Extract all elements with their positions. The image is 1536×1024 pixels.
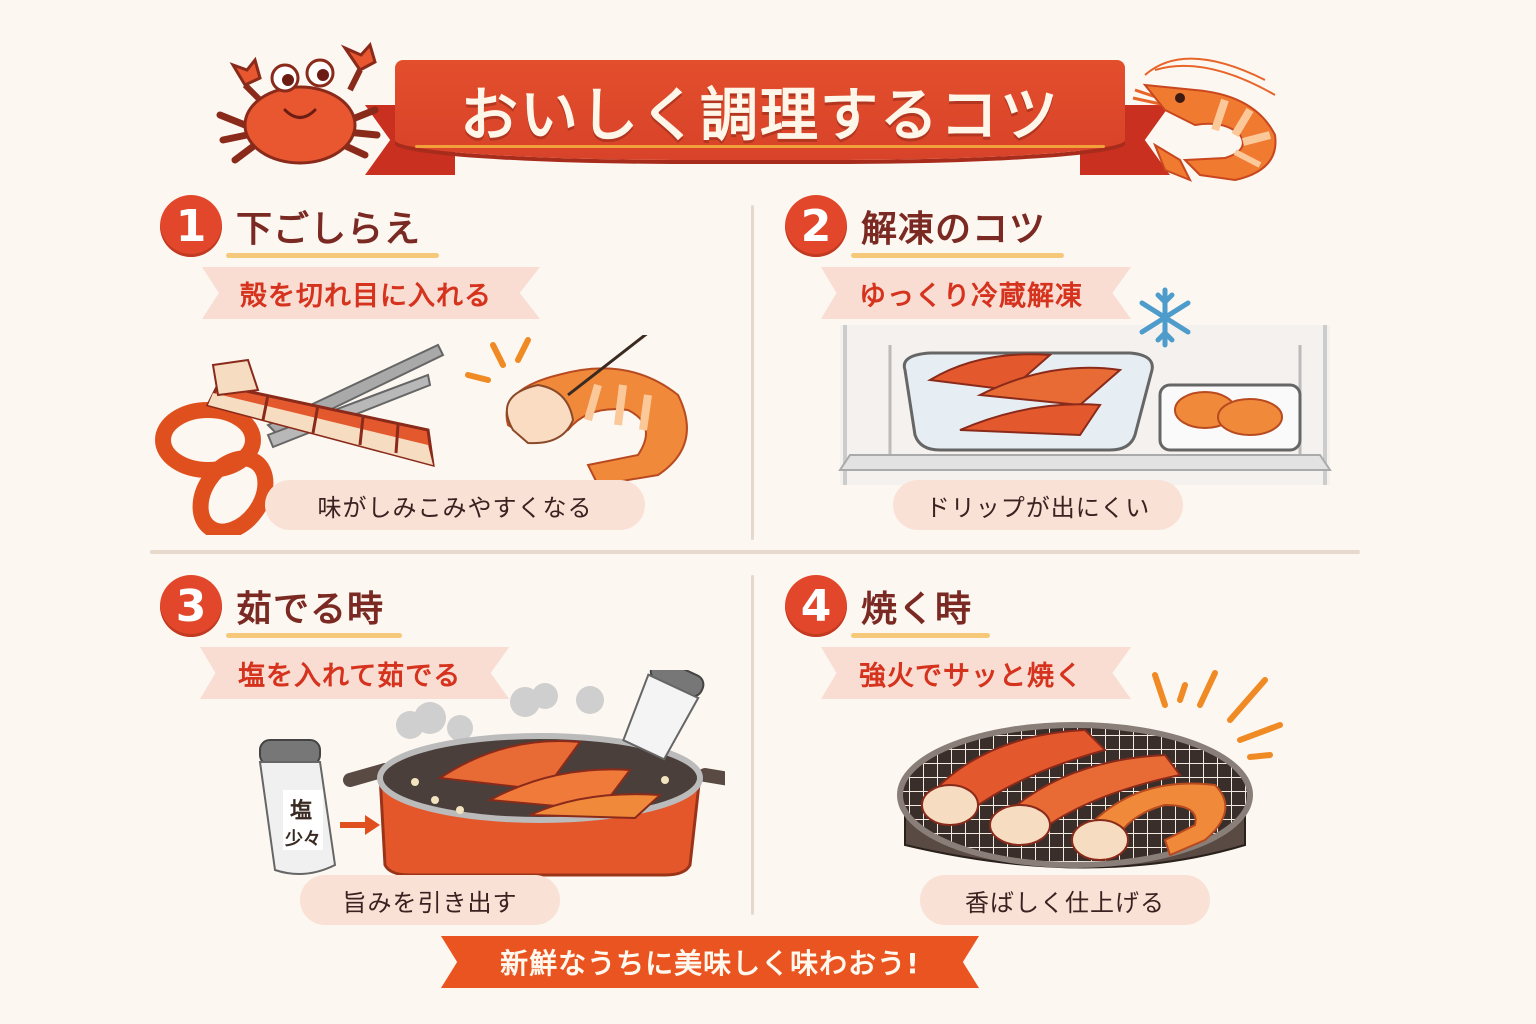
snowflake-icon: [1139, 287, 1191, 348]
salt-shaker: [258, 739, 337, 875]
caption-pill: 味がしみこみやすくなる: [265, 480, 645, 530]
salt-shaker-tilted: [622, 670, 705, 761]
tip-ribbon: 塩を入れて茹でる: [200, 647, 510, 699]
refrigerator-illustration: [838, 287, 1332, 485]
section-title: 茹でる時: [236, 589, 385, 630]
tip-text: 塩を入れて茹でる: [238, 660, 462, 692]
shrimp-icon: [1132, 57, 1277, 182]
page-title: おいしく調理するコツ: [459, 81, 1060, 149]
footer-ribbon: 新鮮なうちに美味しく味わおう!: [441, 936, 979, 988]
step-number-badge: 3: [160, 575, 222, 637]
title-banner: おいしく調理するコツ: [395, 60, 1125, 160]
tip-text: 殻を切れ目に入れる: [240, 280, 492, 312]
section-heading: 2 解凍のコツ: [785, 195, 1065, 258]
step-number-badge: 2: [785, 195, 847, 257]
section-title: 解凍のコツ: [861, 209, 1047, 250]
tip-text: 強火でサッと焼く: [859, 660, 1083, 692]
steam: [396, 683, 604, 741]
section-boiling: 3 茹でる時 塩を入れて茹でる 塩 少々: [160, 575, 760, 935]
footer-message: 新鮮なうちに美味しく味わおう!: [500, 947, 920, 980]
row-divider: [150, 550, 1360, 554]
scissors-crab-illustration: [155, 335, 688, 535]
section-title: 下ごしらえ: [236, 209, 422, 250]
caption-pill: 旨みを引き出す: [300, 875, 560, 925]
boiling-pot-illustration: 塩 少々: [258, 670, 725, 877]
caption-text: 味がしみこみやすくなる: [317, 493, 593, 522]
caption-pill: 香ばしく仕上げる: [920, 875, 1210, 925]
tip-text: ゆっくり冷蔵解凍: [859, 280, 1083, 312]
section-preparation: 1 下ごしらえ 殻を切れ目に入れる 味がしみこみやすくなる: [155, 195, 760, 555]
grill-illustration: [897, 670, 1283, 869]
sizzle-lines: [1152, 670, 1283, 760]
tip-ribbon: ゆっくり冷蔵解凍: [821, 267, 1131, 319]
title-underline: [226, 253, 440, 258]
title-underline: [851, 633, 991, 638]
section-grilling: 4 焼く時 強火でサッと焼く 香ばしく仕上げる: [785, 575, 1385, 935]
step-number-badge: 1: [160, 195, 222, 257]
column-divider-top: [751, 205, 754, 540]
caption-pill: ドリップが出にくい: [893, 480, 1183, 530]
column-divider-bottom: [751, 575, 754, 915]
crab-icon: [216, 42, 381, 165]
section-thawing: 2 解凍のコツ ゆっくり冷蔵解凍 ドリップが出にくい: [785, 195, 1385, 555]
title-underline: [851, 253, 1065, 258]
section-heading: 1 下ごしらえ: [160, 195, 440, 258]
tip-ribbon: 強火でサッと焼く: [821, 647, 1131, 699]
shaker-label-amount: 少々: [284, 829, 321, 850]
caption-text: ドリップが出にくい: [925, 493, 1151, 522]
caption-text: 香ばしく仕上げる: [965, 888, 1165, 917]
caption-text: 旨みを引き出す: [342, 888, 518, 917]
section-heading: 4 焼く時: [785, 575, 991, 638]
section-heading: 3 茹でる時: [160, 575, 403, 638]
title-underline: [226, 633, 403, 638]
step-number-badge: 4: [785, 575, 847, 637]
section-title: 焼く時: [861, 589, 973, 630]
tip-ribbon: 殻を切れ目に入れる: [202, 267, 540, 319]
shaker-label: 塩: [290, 798, 312, 824]
